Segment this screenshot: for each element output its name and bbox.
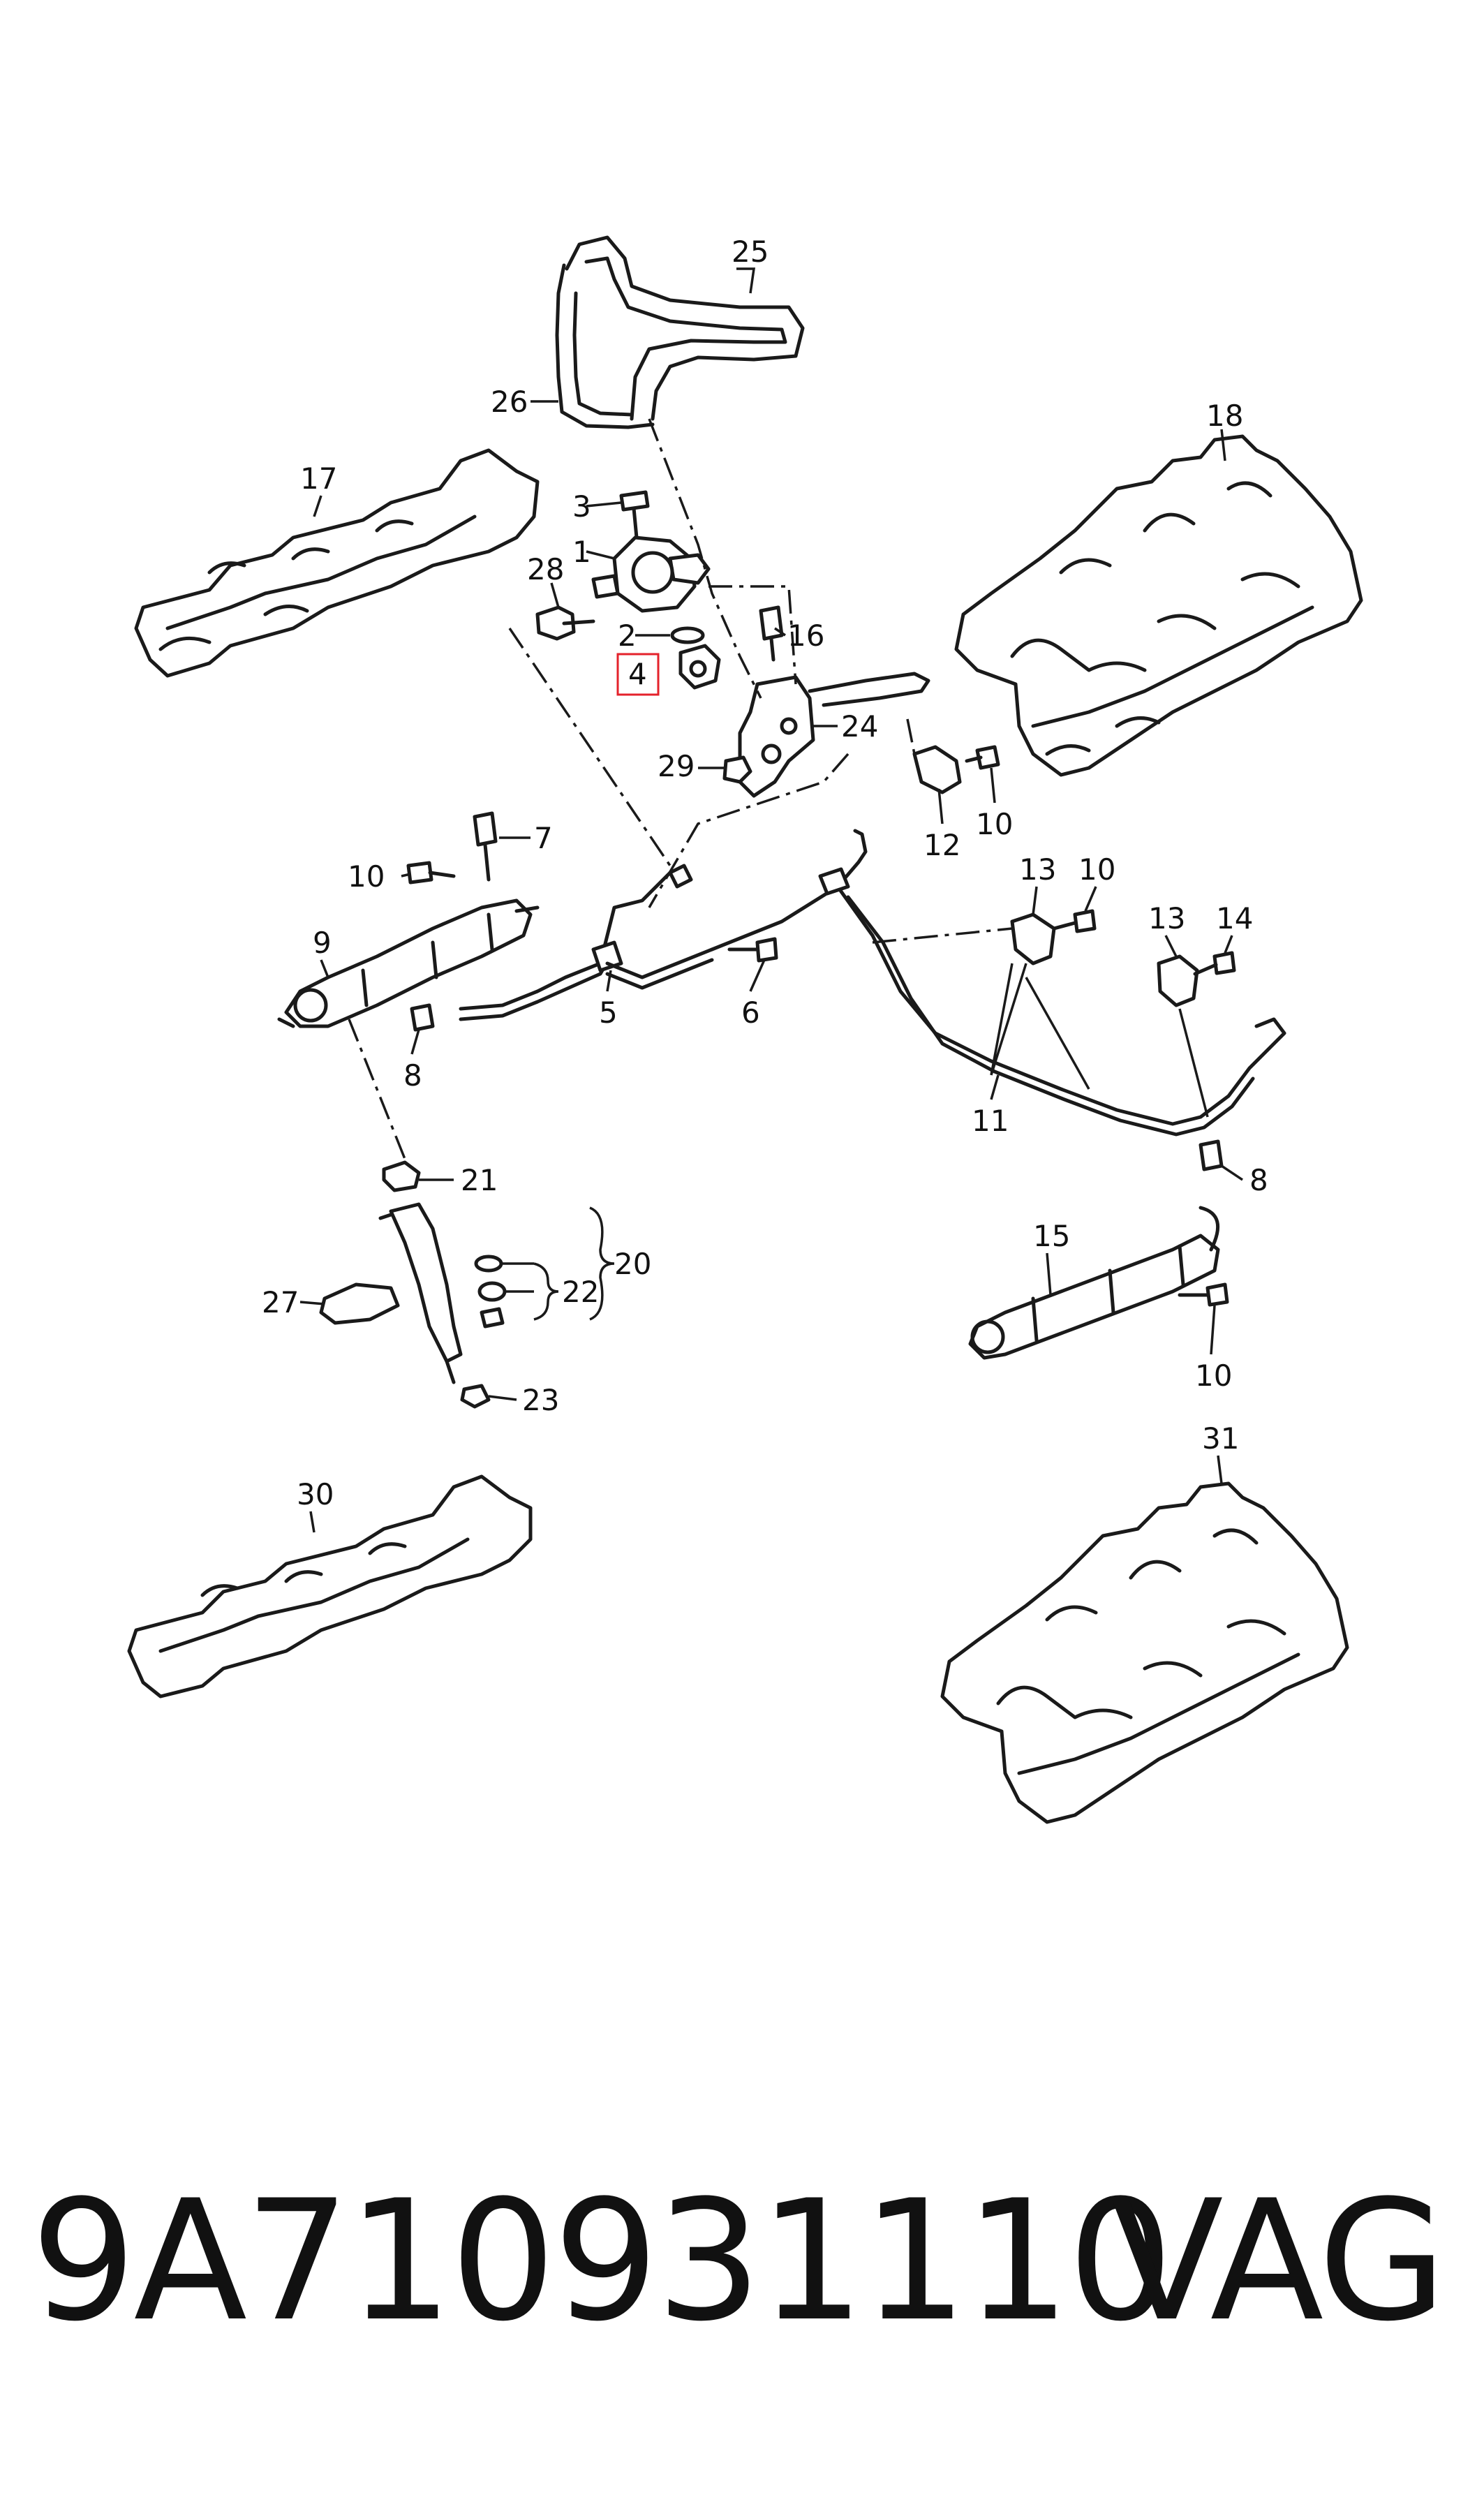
- callout-16: 16: [787, 619, 824, 653]
- callout-27: 27: [262, 1285, 299, 1319]
- part-17-head-cover-left-top: [134, 448, 540, 678]
- callout-15: 15: [1033, 1219, 1070, 1253]
- part-13-clamp-a: [1010, 912, 1056, 965]
- part-22-seals: [474, 1255, 507, 1329]
- assembly-lines: [348, 418, 1013, 1160]
- callout-26: 26: [491, 385, 528, 419]
- callout-labels: 25 26 17 18 3 1 28 2 4 16 24 29 12 10 7 …: [262, 235, 1268, 1511]
- highlight-box: [616, 653, 660, 696]
- part-13-clamp-b: [1157, 954, 1199, 1007]
- part-7-sender: [473, 811, 498, 882]
- part-15-fuel-rail-right: [968, 1206, 1220, 1360]
- callout-28: 28: [527, 552, 564, 586]
- callout-24: 24: [841, 709, 878, 743]
- callout-10-b: 10: [348, 859, 385, 894]
- part-14-bolt: [1193, 951, 1236, 976]
- callout-11: 11: [972, 1104, 1009, 1138]
- callout-31: 31: [1202, 1421, 1239, 1456]
- leader-lines: [299, 267, 1243, 1533]
- callout-20: 20: [614, 1247, 651, 1281]
- part-27-bracket: [319, 1282, 400, 1325]
- part-10-bolt-c: [1052, 909, 1097, 933]
- part-28-sender: [535, 605, 595, 641]
- part-16-pressure-sender: [759, 605, 784, 662]
- brand-name: VAG: [1110, 2165, 1447, 2358]
- callout-23: 23: [522, 1383, 559, 1417]
- part-3-bolt: [619, 490, 650, 540]
- part-8-connector-left: [410, 1003, 435, 1032]
- part-10-bolt-d: [1178, 1282, 1229, 1307]
- part-4-adapter: [678, 644, 721, 690]
- callout-6: 6: [741, 996, 760, 1030]
- part-number: 9A710931110: [31, 2165, 1173, 2358]
- part-8-connector-right: [1199, 1139, 1224, 1171]
- callout-2: 2: [618, 619, 637, 653]
- callout-3: 3: [572, 489, 591, 524]
- callout-13-b: 13: [1148, 901, 1185, 935]
- part-25-26-hose: [555, 235, 805, 429]
- part-10-bolt-b: [406, 861, 456, 885]
- callout-8-a: 8: [403, 1058, 422, 1093]
- part-21-clip: [382, 1160, 421, 1192]
- part-6-bolt: [727, 937, 778, 963]
- part-12-clamp: [912, 745, 962, 794]
- part-2-seal: [670, 626, 705, 644]
- callout-17: 17: [300, 461, 337, 496]
- part-11-fuel-pipe: [710, 829, 1286, 1137]
- callout-22: 22: [562, 1275, 599, 1309]
- callout-7: 7: [534, 821, 553, 855]
- part-18-cylinder-head-right-top: [954, 434, 1363, 777]
- callout-12: 12: [923, 828, 960, 862]
- part-9-fuel-rail-left: [277, 898, 540, 1028]
- callout-10-c: 10: [1078, 852, 1115, 887]
- footer: 9A710931110 VAG: [0, 2157, 1484, 2367]
- callout-10-d: 10: [1195, 1359, 1232, 1393]
- callout-21: 21: [461, 1163, 498, 1197]
- callout-10-a: 10: [976, 807, 1013, 841]
- part-10-bolt-a: [965, 745, 1000, 770]
- part-1-high-pressure-pump: [591, 535, 711, 613]
- callout-8-b: 8: [1249, 1163, 1268, 1197]
- callout-4: 4: [628, 657, 647, 691]
- callout-30: 30: [297, 1477, 334, 1511]
- callout-9: 9: [313, 926, 332, 960]
- callout-25: 25: [732, 235, 769, 269]
- callout-5: 5: [599, 996, 618, 1030]
- part-31-cylinder-head-right-bottom: [940, 1481, 1349, 1824]
- callout-1: 1: [572, 535, 591, 569]
- part-23-washer: [460, 1384, 491, 1409]
- callout-29: 29: [658, 749, 695, 783]
- part-29-nut: [722, 755, 752, 784]
- part-5-fuel-line: [459, 864, 714, 1021]
- part-30-head-cover-left-bottom: [127, 1474, 533, 1699]
- callout-13-a: 13: [1019, 852, 1056, 887]
- part-24-bracket: [738, 672, 930, 798]
- callout-18: 18: [1206, 399, 1243, 433]
- part-20-injector: [378, 1202, 463, 1384]
- callout-14: 14: [1216, 901, 1253, 935]
